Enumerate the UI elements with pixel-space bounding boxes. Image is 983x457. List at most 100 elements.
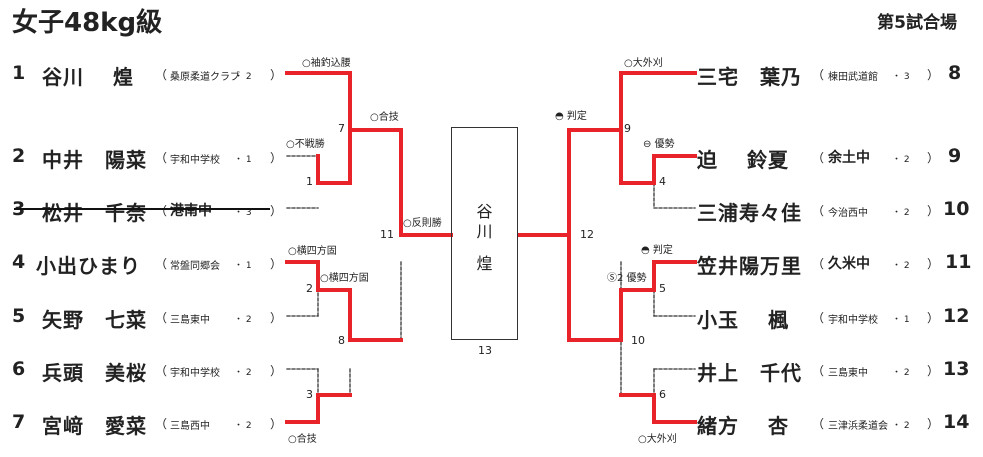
paren-open: （ (155, 204, 168, 218)
grade: ・ 2 (892, 261, 910, 271)
result-label: ○横四方固 (288, 246, 337, 257)
grade: ・ 2 (234, 368, 252, 378)
line-winner-4 (285, 260, 320, 292)
result-label: ◓ 判定 (555, 111, 587, 122)
player-name: 小玉 楓 (697, 308, 789, 332)
line-winner-9 (619, 128, 697, 185)
result-label: ○合技 (370, 112, 399, 123)
player-name: 井上 千代 (697, 361, 802, 385)
champion-name-1: 谷 (476, 202, 493, 221)
paren-close: ） (270, 311, 283, 325)
grade: ・ 2 (892, 208, 910, 218)
grade: ・ 3 (892, 72, 910, 82)
paren-open: （ (155, 151, 168, 165)
paren-close: ） (927, 204, 940, 218)
player-name: 笠井陽万里 (697, 254, 802, 278)
team-name: 三島東中 (828, 368, 868, 379)
grade: ・ 2 (234, 421, 252, 431)
paren-close: ） (927, 417, 940, 431)
grade: ・ 2 (234, 72, 252, 82)
paren-open: （ (812, 204, 825, 218)
paren-close: ） (270, 151, 283, 165)
champion-name-3: 煌 (476, 254, 493, 273)
paren-open: （ (812, 311, 825, 325)
player-name: 緒方 杏 (697, 414, 789, 438)
seed-no: 8 (948, 62, 962, 84)
line-winner-2 (316, 154, 352, 185)
team-name: 棟田武道館 (828, 72, 878, 83)
venue-label: 第5試合場 (877, 13, 957, 33)
seed-no: 2 (12, 145, 26, 167)
team-name: 三島東中 (170, 315, 210, 326)
seed-no: 14 (943, 411, 970, 433)
seed-no: 11 (945, 251, 972, 273)
match-no: 7 (338, 122, 345, 135)
paren-close: ） (927, 257, 940, 271)
result-label: ○横四方固 (320, 273, 369, 284)
team-name: 常盤同郷会 (170, 261, 220, 272)
result-label: ○大外刈 (638, 434, 677, 445)
team-name: 宇和中学校 (170, 155, 220, 166)
paren-open: （ (155, 364, 168, 378)
page-title: 女子48kg級 (12, 8, 163, 38)
seed-no: 6 (12, 358, 26, 380)
seed-no: 5 (12, 305, 26, 327)
team-name: 港南中 (170, 203, 212, 219)
paren-open: （ (812, 68, 825, 82)
player-name: 迫 鈴夏 (697, 148, 789, 172)
paren-open: （ (155, 68, 168, 82)
paren-close: ） (270, 204, 283, 218)
seed-no: 1 (12, 62, 26, 84)
grade: ・ 1 (234, 155, 252, 165)
grade: ・ 1 (234, 261, 252, 271)
champion-box: 谷 川 煌 (451, 127, 518, 340)
paren-open: （ (155, 417, 168, 431)
team-name: 三津浜柔道会 (828, 421, 888, 432)
match-no-final: 13 (478, 344, 492, 357)
paren-close: ） (270, 417, 283, 431)
match-no: 5 (659, 282, 666, 295)
paren-open: （ (155, 311, 168, 325)
team-name: 余土中 (828, 150, 870, 166)
grade: ・ 2 (234, 315, 252, 325)
match-no: 4 (659, 175, 666, 188)
paren-open: （ (812, 257, 825, 271)
player-name: 三浦寿々佳 (697, 201, 802, 225)
champion-name-2: 川 (476, 222, 493, 241)
match-no: 11 (380, 228, 394, 241)
match-no: 8 (338, 334, 345, 347)
player-name: 中井 陽菜 (42, 148, 147, 172)
grade: ・ 2 (892, 421, 910, 431)
line-winner-7 (285, 393, 352, 424)
match-no: 6 (659, 388, 666, 401)
result-label: ○合技 (288, 434, 317, 445)
result-label: ○袖釣込腰 (302, 58, 351, 69)
paren-open: （ (812, 364, 825, 378)
grade: ・ 2 (892, 368, 910, 378)
player-name: 兵頭 美桜 (42, 361, 147, 385)
paren-close: ） (270, 257, 283, 271)
result-label: Ⓢ2 優勢 (607, 273, 647, 284)
match-no: 3 (306, 388, 313, 401)
grade: ・ 2 (892, 155, 910, 165)
match-no: 12 (580, 228, 594, 241)
grade: ・ 3 (234, 208, 252, 218)
player-name: 宮﨑 愛菜 (42, 414, 147, 438)
paren-close: ） (927, 68, 940, 82)
team-name: 宇和中学校 (828, 315, 878, 326)
player-name: 小出ひまり (36, 254, 141, 278)
seed-no: 10 (943, 198, 970, 220)
seed-no: 13 (943, 358, 970, 380)
seed-no: 4 (12, 251, 26, 273)
team-name: 宇和中学校 (170, 368, 220, 379)
match-no: 2 (306, 282, 313, 295)
seed-no: 9 (948, 145, 962, 167)
paren-open: （ (155, 257, 168, 271)
paren-close: ） (270, 364, 283, 378)
result-label: ○不戦勝 (286, 139, 325, 150)
player-name: 矢野 七菜 (42, 308, 147, 332)
withdrawn-strike (14, 208, 270, 210)
line-winner-14 (619, 393, 697, 424)
line-winner-m8 (316, 288, 403, 342)
player-name: 松井 千奈 (42, 201, 147, 225)
